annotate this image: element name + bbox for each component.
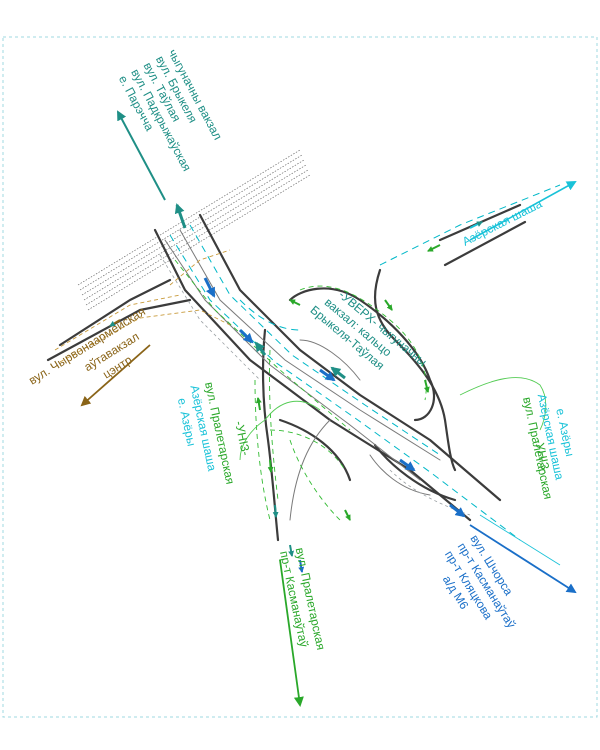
arrow-azyora-road xyxy=(469,181,577,241)
route-arrow xyxy=(289,299,301,306)
left-unz-details: вул. Пралетарская Азёрская шаша е. Азёры xyxy=(175,381,238,486)
route-arrow xyxy=(255,397,262,411)
route-arrow xyxy=(288,544,295,557)
route-arrow xyxy=(298,559,305,573)
route-arrow xyxy=(344,509,351,521)
route-arrow xyxy=(267,459,274,473)
route-arrow xyxy=(203,277,216,298)
arrow-south-green xyxy=(279,559,304,707)
arrow-southeast-blue xyxy=(469,524,577,594)
route-arrow xyxy=(254,341,267,356)
direction-arrows xyxy=(80,110,577,707)
route-arrow xyxy=(272,504,279,518)
label-guide-lines xyxy=(239,377,547,461)
route-arrow xyxy=(174,203,187,229)
route-arrow xyxy=(427,244,441,252)
route-arrow xyxy=(449,503,466,518)
azyora-road-label: Азёрская шаша xyxy=(460,196,545,248)
left-unz-label: -УНІЗ- xyxy=(232,420,253,457)
page-frame xyxy=(2,36,598,718)
north-label: чыгуначны вакзал вул. Брыкеля вул. Таўла… xyxy=(116,47,225,174)
arrow-west-brown xyxy=(80,344,151,407)
route-arrow xyxy=(423,379,430,393)
route-arrow xyxy=(469,221,483,229)
arrow-southeast-thin xyxy=(479,514,561,566)
route-arrow xyxy=(399,458,416,472)
road-secondary-edges xyxy=(164,229,441,521)
route-arrow xyxy=(319,368,336,382)
southeast-label: вул. Шчорса пр-т Касманаўтаў пр-т Кляцко… xyxy=(440,532,519,630)
railway-tracks xyxy=(77,149,311,311)
right-unz-details: вул. Пралетарская Азёрская шаша е. Азёры xyxy=(520,393,577,501)
route-arrow xyxy=(238,328,254,344)
left-unz-line-1: -УНІЗ- xyxy=(232,420,253,457)
arrow-north-teal xyxy=(117,110,166,201)
route-arrows xyxy=(109,203,483,573)
route-arrow xyxy=(384,299,393,311)
route-arrow xyxy=(109,319,121,327)
route-arrow xyxy=(330,366,346,380)
